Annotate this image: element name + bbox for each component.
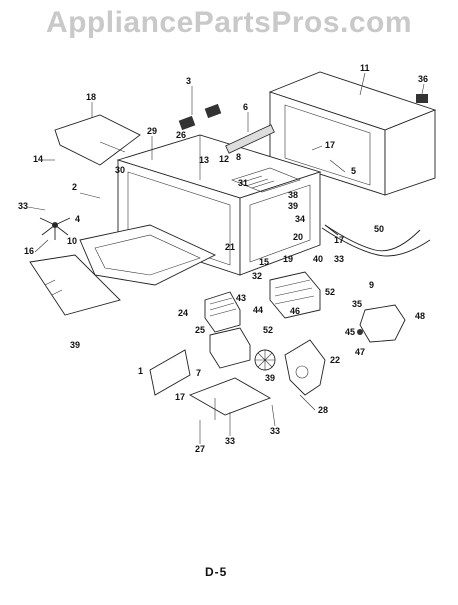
cabinet-screw-clip — [416, 94, 428, 103]
door-panel — [29, 254, 121, 316]
callout-label: 13 — [199, 155, 209, 165]
callout-label: 8 — [236, 152, 241, 162]
callout-labels: 11 36 3 18 6 29 26 17 12 8 13 14 30 2 5 … — [18, 63, 428, 454]
oven-cavity — [116, 103, 322, 276]
callout-label: 33 — [18, 201, 28, 211]
callout-label: 45 — [345, 327, 355, 337]
callout-label: 34 — [295, 214, 305, 224]
callout-label: 39 — [70, 340, 80, 350]
callout-label: 22 — [330, 355, 340, 365]
callout-label: 33 — [270, 426, 280, 436]
callout-label: 43 — [236, 293, 246, 303]
callout-label: 10 — [67, 236, 77, 246]
callout-label: 14 — [33, 154, 43, 164]
lamp-socket-left — [178, 115, 196, 131]
magnetron — [204, 291, 241, 333]
callout-label: 17 — [175, 392, 185, 402]
callout-label: 36 — [418, 74, 428, 84]
callout-label: 33 — [334, 254, 344, 264]
outer-cabinet — [268, 71, 437, 196]
air-guide — [54, 114, 141, 166]
callout-label: 33 — [225, 436, 235, 446]
lamp-socket-right — [204, 103, 222, 119]
callout-label: 28 — [318, 405, 328, 415]
callout-label: 39 — [288, 201, 298, 211]
callout-label: 9 — [369, 280, 374, 290]
callout-label: 12 — [219, 154, 229, 164]
callout-label: 31 — [238, 178, 248, 188]
callout-label: 7 — [196, 368, 201, 378]
callout-label: 35 — [352, 299, 362, 309]
callout-label: 5 — [351, 166, 356, 176]
callout-label: 26 — [176, 130, 186, 140]
callout-label: 29 — [147, 126, 157, 136]
capacitor — [209, 327, 251, 369]
base-plate — [149, 349, 272, 416]
page-number: D-5 — [205, 565, 228, 579]
callout-label: 48 — [415, 311, 425, 321]
callout-label: 2 — [72, 182, 77, 192]
door-assembly — [29, 224, 217, 316]
callout-label: 52 — [263, 325, 273, 335]
stirrer-fan — [39, 217, 71, 240]
callout-label: 11 — [360, 63, 370, 73]
transformer — [269, 271, 321, 319]
cooling-fan-blade — [254, 349, 276, 371]
callout-label: 40 — [313, 254, 323, 264]
callout-label: 50 — [374, 224, 384, 234]
callout-label: 38 — [288, 190, 298, 200]
callout-label: 17 — [334, 235, 344, 245]
callout-label: 39 — [265, 373, 275, 383]
blower-housing — [284, 339, 326, 396]
callout-label: 3 — [186, 76, 191, 86]
callout-label: 46 — [290, 306, 300, 316]
callout-label: 25 — [195, 325, 205, 335]
callout-label: 30 — [115, 165, 125, 175]
callout-label: 47 — [355, 347, 365, 357]
light-bracket — [225, 124, 275, 154]
callout-label: 19 — [283, 254, 293, 264]
callout-label: 21 — [225, 242, 235, 252]
watermark: AppliancePartsPros.com — [45, 6, 413, 39]
callout-label: 24 — [178, 308, 188, 318]
leader-lines — [27, 72, 425, 444]
callout-label: 16 — [24, 246, 34, 256]
callout-label: 52 — [325, 287, 335, 297]
callout-label: 32 — [252, 271, 262, 281]
power-cord — [321, 224, 431, 257]
callout-label: 20 — [293, 232, 303, 242]
callout-label: 1 — [138, 366, 143, 376]
callout-label: 4 — [75, 214, 80, 224]
callout-label: 17 — [325, 140, 335, 150]
callout-label: 15 — [259, 257, 269, 267]
interlock-bracket — [357, 304, 406, 343]
callout-label: 44 — [253, 305, 263, 315]
callout-label: 27 — [195, 444, 205, 454]
callout-label: 18 — [86, 92, 96, 102]
callout-label: 6 — [243, 102, 248, 112]
